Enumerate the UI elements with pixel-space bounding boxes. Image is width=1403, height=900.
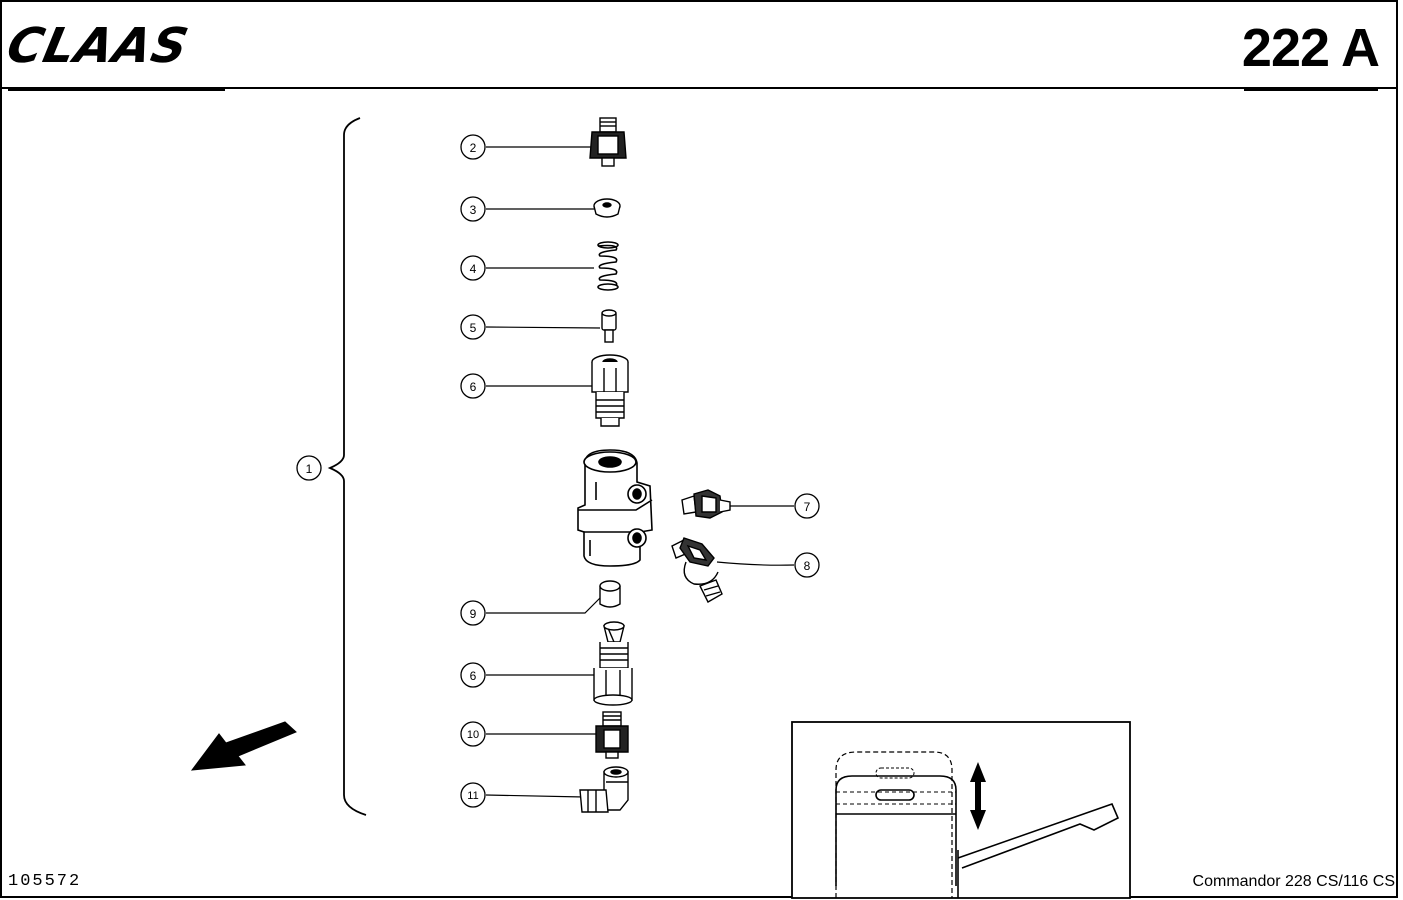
part-5-pin <box>601 309 617 343</box>
callout-circle-6a <box>460 373 486 399</box>
callout-circle-2 <box>460 134 486 160</box>
leader-lines <box>485 146 795 798</box>
callout-label-3: 3 <box>470 203 477 217</box>
callout-circle-4 <box>460 255 486 281</box>
inset-lever <box>957 802 1120 869</box>
callout-circle-1 <box>296 455 322 481</box>
callout-label-10: 10 <box>467 729 479 741</box>
callout-circle-10 <box>460 721 486 747</box>
callout-circle-7 <box>794 493 820 519</box>
callout-label-6a: 6 <box>470 380 477 394</box>
inset-plate <box>835 775 957 886</box>
callout-circle-9 <box>460 600 486 626</box>
part-6-union-upper <box>591 354 629 427</box>
callout-circle-5 <box>460 314 486 340</box>
model-label: Commandor 228 CS/116 CS <box>1192 873 1395 890</box>
part-3-washer <box>593 198 621 218</box>
inset-frame <box>791 721 1131 899</box>
inset-detail <box>791 721 1131 899</box>
callout-circle-3 <box>460 196 486 222</box>
part-6-union-lower <box>593 621 633 706</box>
valve-body <box>577 449 653 567</box>
callout-circle-8 <box>794 552 820 578</box>
part-8-grease-nipple <box>671 537 723 603</box>
part-2-nipple <box>589 117 627 167</box>
adjust-arrow-icon <box>970 762 986 830</box>
part-10-nipple <box>595 711 629 759</box>
callout-label-11: 11 <box>467 790 478 802</box>
callout-label-9: 9 <box>470 607 477 621</box>
callout-circle-6b <box>460 662 486 688</box>
inset-slot-lower <box>875 789 915 801</box>
assembly-bracket <box>327 117 367 816</box>
callout-circle-11 <box>460 782 486 808</box>
document-number: 105572 <box>8 872 82 891</box>
page-number: 222 A <box>1241 18 1380 78</box>
callout-label-8: 8 <box>804 559 811 573</box>
direction-arrow-icon <box>190 721 297 771</box>
callout-label-1: 1 <box>306 462 313 476</box>
part-11-elbow <box>579 766 629 813</box>
inset-dashed-outline <box>835 751 953 898</box>
callout-label-4: 4 <box>470 262 477 276</box>
callout-label-7: 7 <box>804 500 811 514</box>
callout-label-5: 5 <box>470 321 477 335</box>
callout-label-2: 2 <box>470 141 477 155</box>
callout-label-6b: 6 <box>470 669 477 683</box>
part-4-spring <box>597 241 619 291</box>
inset-slot-upper <box>875 767 915 779</box>
brand-logo-text: CLAAS <box>2 18 194 74</box>
brand-logo: CLAAS <box>2 16 232 76</box>
part-9-plug <box>599 580 621 608</box>
part-7-adapter <box>681 489 731 519</box>
